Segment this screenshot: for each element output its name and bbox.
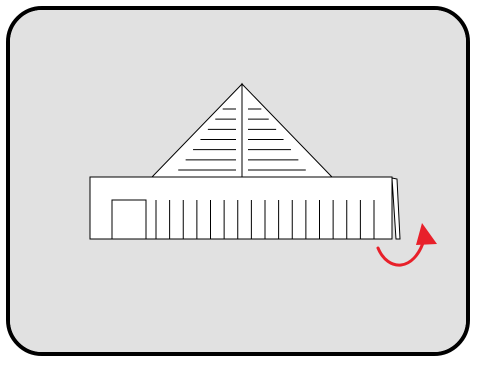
base-square-panel [111,199,147,240]
base-stripe-lines [155,200,375,239]
paper-base-strip [89,176,393,240]
pyramid-roof [150,82,334,178]
folding-diagram [10,10,466,352]
rotate-arrow-stroke [376,238,426,267]
instruction-panel [6,6,470,356]
pyramid-fold-lines [178,108,306,171]
rotate-arrowhead [416,223,437,245]
curved-arrow-rotate-icon [376,223,437,267]
paper-back-layer [391,177,401,240]
